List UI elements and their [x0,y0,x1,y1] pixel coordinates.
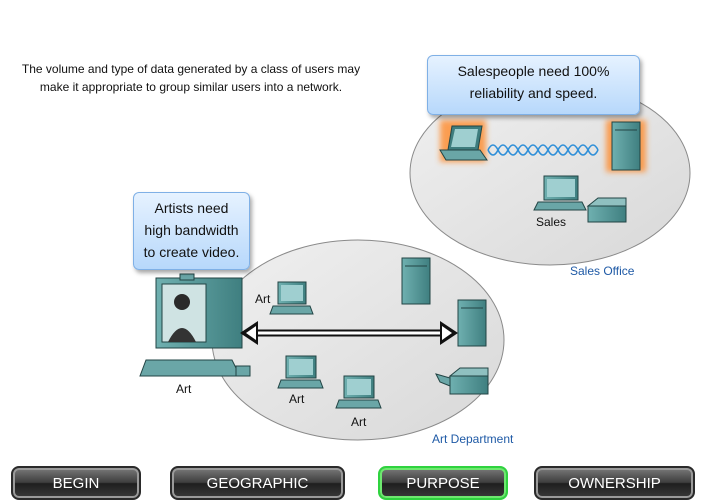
geographic-button[interactable]: GEOGRAPHIC [170,466,345,500]
art-server-1-icon [401,257,431,305]
art-label-4: Art [351,415,367,429]
purpose-button[interactable]: PURPOSE [378,466,508,500]
art-printer-icon [435,367,489,395]
sales-callout-line-1: Salespeople need 100% [457,63,610,79]
art-label-3: Art [289,392,305,406]
sales-office-label: Sales Office [570,264,635,278]
high-bandwidth-link [240,321,458,345]
art-callout-line-3: to create video. [143,244,240,260]
sales-callout-line-2: reliability and speed. [469,85,598,101]
art-server-2-icon [457,299,487,347]
intro-text: The volume and type of data generated by… [21,62,361,94]
art-callout-line-2: high bandwidth [144,222,239,238]
sales-label: Sales [536,215,566,229]
sales-laptop-icon [439,120,488,162]
sales-callout: Salespeople need 100% reliability and sp… [427,55,640,115]
art-callout-line-1: Artists need [154,200,229,216]
wireless-link [487,144,599,156]
sales-server-icon [606,120,646,172]
art-pc-3-icon [335,375,382,409]
ownership-button[interactable]: OWNERSHIP [534,466,695,500]
art-label-1: Art [255,292,271,306]
sales-printer-icon [586,197,627,223]
art-pc-2-icon [277,355,324,389]
begin-button[interactable]: BEGIN [11,466,141,500]
video-workstation-icon [139,273,251,377]
art-department-label: Art Department [432,432,514,446]
art-label-2: Art [176,382,192,396]
sales-pc-icon [533,175,587,211]
art-callout: Artists need high bandwidth to create vi… [133,192,250,270]
art-pc-1-icon [269,281,314,315]
